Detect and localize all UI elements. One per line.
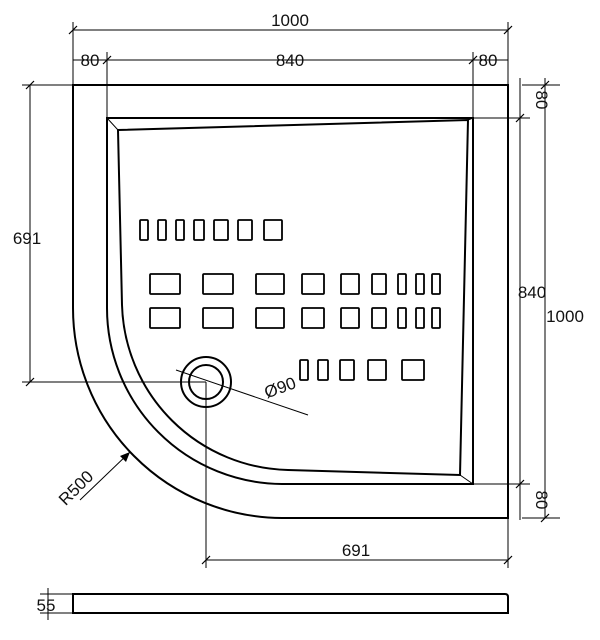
dim-right-inner-height: 840 xyxy=(518,283,546,302)
dim-right-bottom-rim: 80 xyxy=(532,491,551,510)
dimension-ticks xyxy=(25,25,550,565)
tray-outer-outline xyxy=(72,84,509,519)
basin-edge-lines xyxy=(106,117,474,485)
dim-right-overall-height: 1000 xyxy=(546,307,584,326)
dim-drain-diameter: Ø90 xyxy=(262,373,299,402)
dim-inner-width: 840 xyxy=(276,51,304,70)
tray-inner-rim xyxy=(106,117,474,485)
drainage-slots xyxy=(139,219,441,381)
dim-tray-height: 55 xyxy=(37,596,56,615)
tray-side-profile xyxy=(72,593,509,614)
dim-overall-width: 1000 xyxy=(271,11,309,30)
radius-arrowhead xyxy=(120,452,130,462)
dim-right-rim: 80 xyxy=(479,51,498,70)
dim-left-rim: 80 xyxy=(81,51,100,70)
tray-basin xyxy=(116,118,470,477)
dim-right-top-rim: 80 xyxy=(532,91,551,110)
dim-bottom-width: 691 xyxy=(342,541,370,560)
dimension-lines xyxy=(22,22,560,568)
dim-radius: R500 xyxy=(55,467,97,509)
dim-left-height: 691 xyxy=(13,229,41,248)
